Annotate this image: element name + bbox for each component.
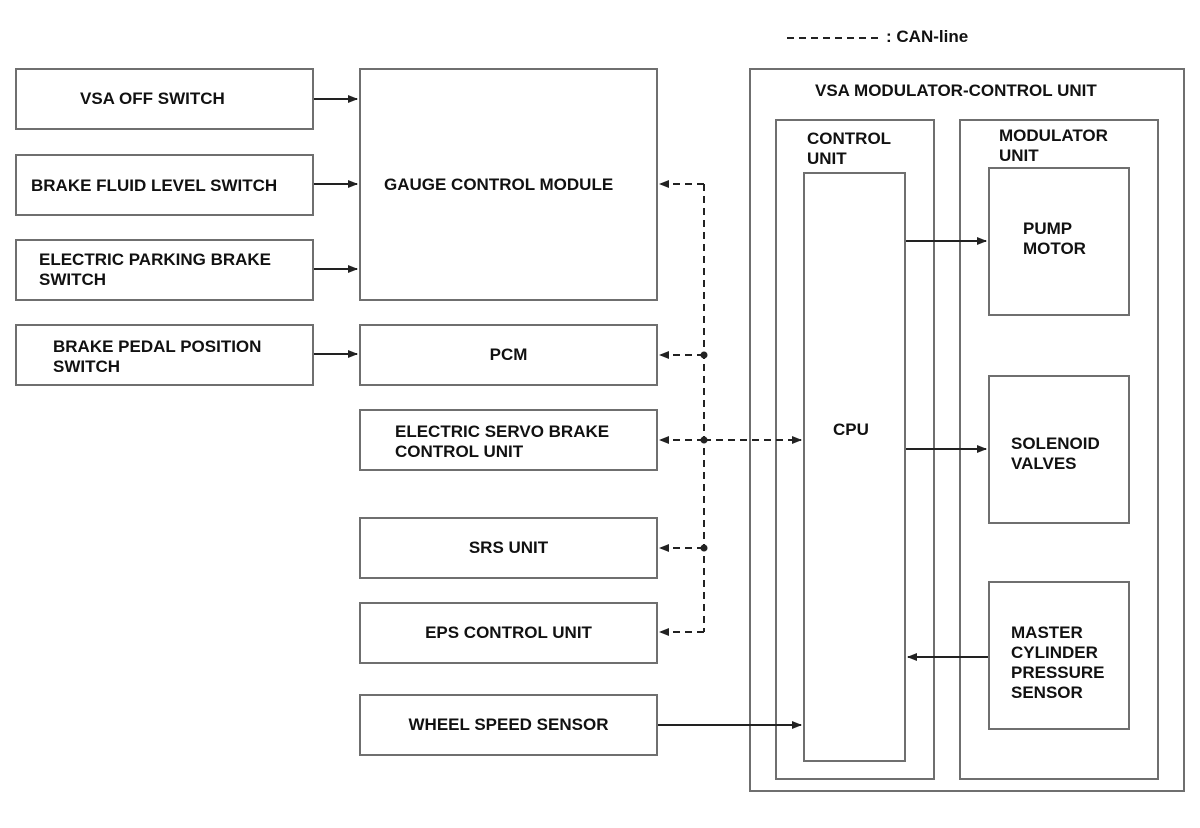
pcm-box: PCM: [359, 324, 658, 386]
brake-fluid-level-switch-label: BRAKE FLUID LEVEL SWITCH: [31, 176, 278, 195]
gauge-control-module-label: GAUGE CONTROL MODULE: [384, 175, 614, 194]
solenoid-valves-box: SOLENOID VALVES: [988, 375, 1130, 524]
electric-parking-brake-switch-box: ELECTRIC PARKING BRAKE SWITCH: [15, 239, 314, 301]
pcm-label: PCM: [489, 345, 528, 364]
vsa-modulator-control-unit-title: VSA MODULATOR-CONTROL UNIT: [815, 81, 1097, 100]
can-junction-srs: [700, 544, 708, 552]
modulator-unit-label: MODULATOR UNIT: [999, 126, 1108, 165]
vsa-off-switch-label: VSA OFF SWITCH: [80, 89, 225, 108]
wheel-speed-sensor-label: WHEEL SPEED SENSOR: [408, 715, 609, 734]
brake-pedal-position-switch-box: BRAKE PEDAL POSITION SWITCH: [15, 324, 314, 386]
cpu-box: CPU: [803, 172, 906, 762]
gauge-control-module-box: GAUGE CONTROL MODULE: [359, 68, 658, 301]
wheel-speed-sensor-box: WHEEL SPEED SENSOR: [359, 694, 658, 756]
srs-unit-box: SRS UNIT: [359, 517, 658, 579]
cpu-label: CPU: [833, 420, 869, 439]
master-cylinder-pressure-sensor-box: MASTER CYLINDER PRESSURE SENSOR: [988, 581, 1130, 730]
eps-control-unit-label: EPS CONTROL UNIT: [425, 623, 592, 642]
solenoid-valves-label: SOLENOID VALVES: [1011, 434, 1100, 473]
srs-unit-label: SRS UNIT: [468, 538, 549, 557]
brake-fluid-level-switch-box: BRAKE FLUID LEVEL SWITCH: [15, 154, 314, 216]
eps-control-unit-box: EPS CONTROL UNIT: [359, 602, 658, 664]
can-junction-pcm: [700, 351, 708, 359]
electric-servo-brake-control-unit-box: ELECTRIC SERVO BRAKE CONTROL UNIT: [359, 409, 658, 471]
master-cylinder-pressure-sensor-label: MASTER CYLINDER PRESSURE SENSOR: [1011, 623, 1105, 702]
pump-motor-label: PUMP MOTOR: [1023, 219, 1086, 258]
control-unit-label: CONTROL UNIT: [807, 129, 892, 168]
electric-servo-brake-control-unit-label: ELECTRIC SERVO BRAKE CONTROL UNIT: [395, 422, 610, 461]
pump-motor-box: PUMP MOTOR: [988, 167, 1130, 316]
electric-parking-brake-switch-label: ELECTRIC PARKING BRAKE SWITCH: [39, 250, 272, 289]
brake-pedal-position-switch-label: BRAKE PEDAL POSITION SWITCH: [53, 337, 262, 376]
vsa-off-switch-box: VSA OFF SWITCH: [15, 68, 314, 130]
legend-can-line-label: : CAN-line: [886, 27, 969, 46]
can-junction-servo: [700, 436, 708, 444]
